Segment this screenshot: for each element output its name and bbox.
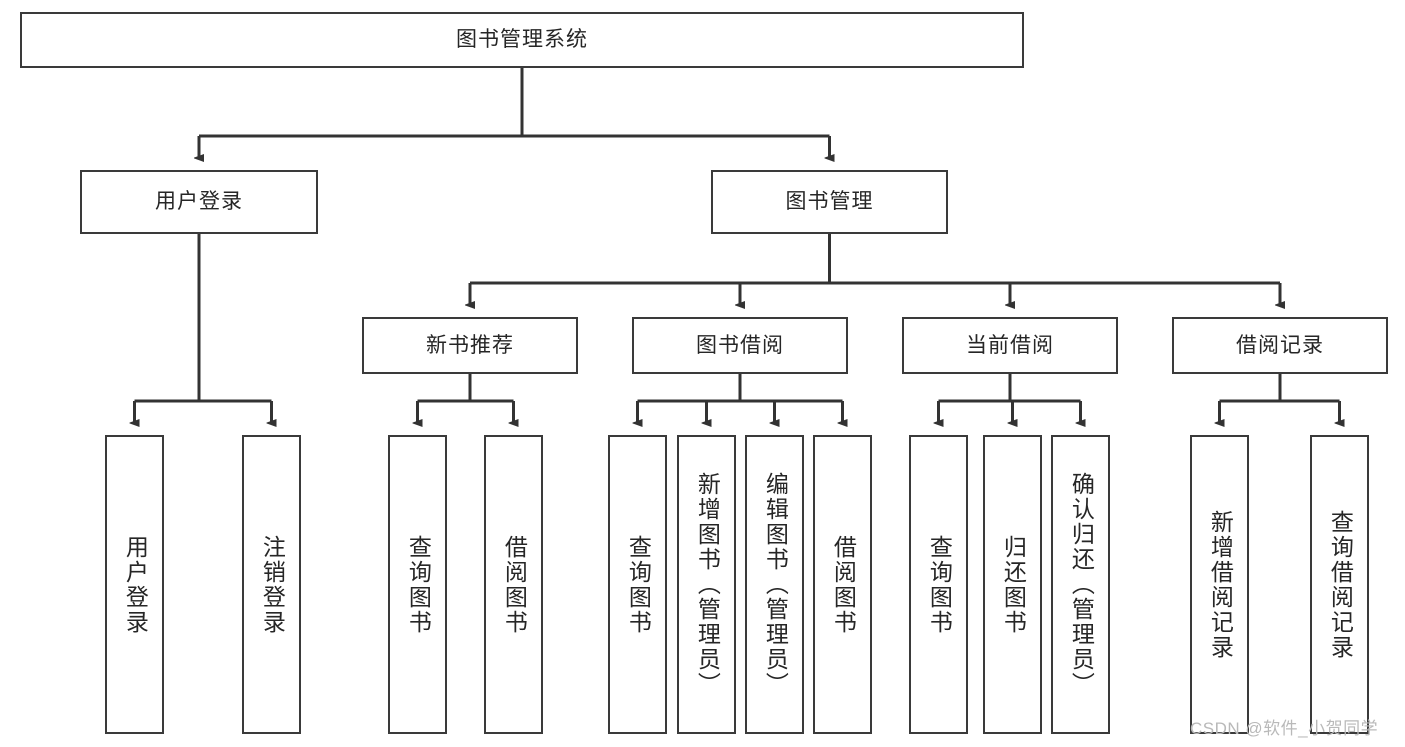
node-label: 当前借阅 (966, 333, 1054, 357)
node-root[interactable]: 图书管理系统 (20, 12, 1024, 68)
node-label: 借阅图书 (501, 534, 528, 635)
watermark-label: CSDN @软件_小贺同学 (1190, 719, 1379, 738)
node-label: 新书推荐 (426, 333, 514, 357)
node-current-borrow[interactable]: 当前借阅 (902, 317, 1118, 374)
node-label: 图书管理 (785, 190, 874, 214)
node-leaf-query-book-borrow[interactable]: 查询图书 (608, 435, 667, 734)
node-label: 查询借阅记录 (1327, 509, 1354, 660)
node-label: 借阅记录 (1236, 333, 1324, 357)
node-leaf-logout[interactable]: 注销登录 (242, 435, 301, 734)
node-book-manage[interactable]: 图书管理 (711, 170, 948, 234)
node-borrow-record[interactable]: 借阅记录 (1172, 317, 1388, 374)
node-label: 借阅图书 (830, 534, 857, 635)
node-label: 注销登录 (259, 534, 286, 635)
node-leaf-borrow-book[interactable]: 借阅图书 (813, 435, 872, 734)
node-user-login[interactable]: 用户登录 (80, 170, 318, 234)
node-leaf-add-book[interactable]: 新增图书（管理员） (677, 435, 736, 734)
node-leaf-query-record[interactable]: 查询借阅记录 (1310, 435, 1369, 734)
node-leaf-user-login[interactable]: 用户登录 (105, 435, 164, 734)
node-label: 归还图书 (1000, 534, 1027, 635)
node-label: 图书借阅 (696, 333, 784, 357)
node-label: 查询图书 (405, 534, 432, 635)
node-label: 确认归还（管理员） (1068, 472, 1095, 697)
node-leaf-query-book-rec[interactable]: 查询图书 (388, 435, 447, 734)
node-label: 查询图书 (926, 534, 953, 635)
node-leaf-add-record[interactable]: 新增借阅记录 (1190, 435, 1249, 734)
node-label: 用户登录 (155, 190, 243, 214)
node-book-borrow[interactable]: 图书借阅 (632, 317, 848, 374)
node-label: 查询图书 (625, 534, 652, 635)
node-leaf-borrow-book-rec[interactable]: 借阅图书 (484, 435, 543, 734)
node-leaf-query-book-cur[interactable]: 查询图书 (909, 435, 968, 734)
node-label: 用户登录 (122, 534, 149, 635)
node-label: 编辑图书（管理员） (762, 472, 789, 697)
node-leaf-confirm-return[interactable]: 确认归还（管理员） (1051, 435, 1110, 734)
node-label: 图书管理系统 (456, 28, 588, 52)
node-new-book-rec[interactable]: 新书推荐 (362, 317, 578, 374)
node-leaf-return-book[interactable]: 归还图书 (983, 435, 1042, 734)
node-leaf-edit-book[interactable]: 编辑图书（管理员） (745, 435, 804, 734)
node-label: 新增图书（管理员） (694, 472, 721, 697)
node-label: 新增借阅记录 (1207, 509, 1234, 660)
